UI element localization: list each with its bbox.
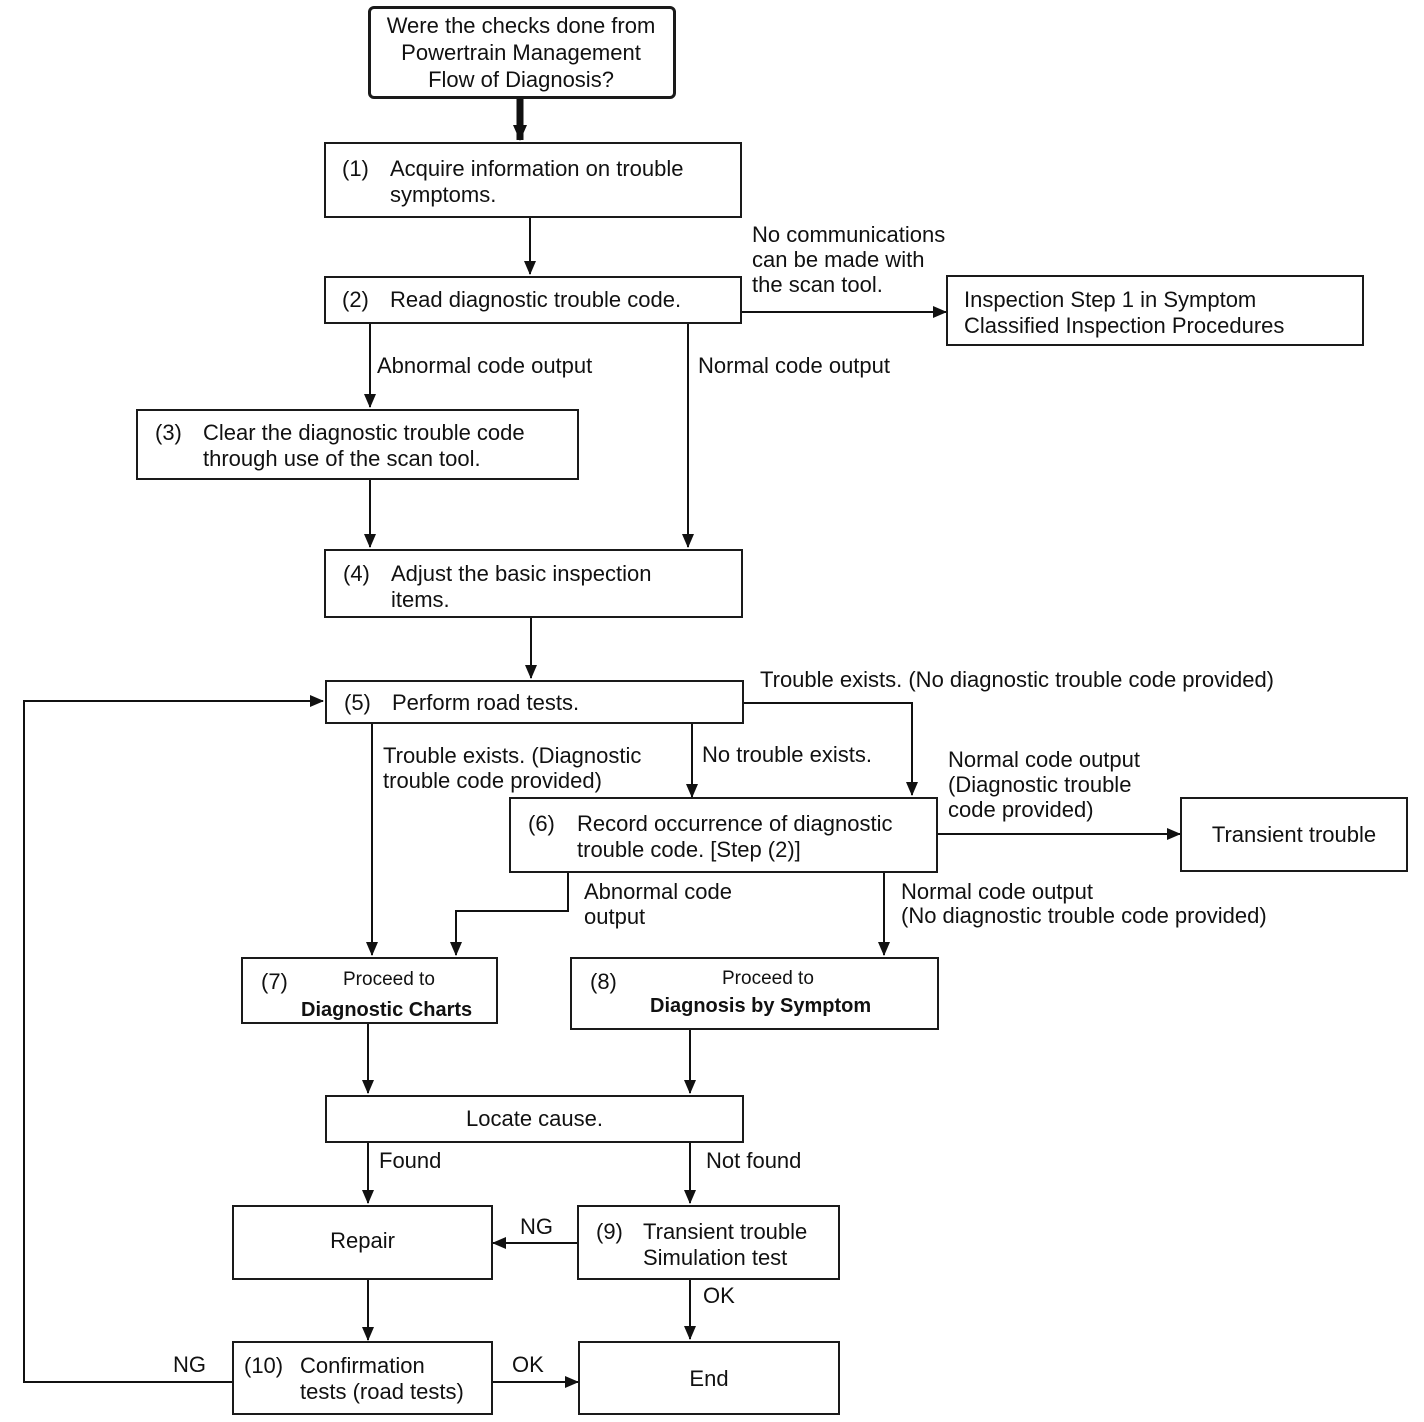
normal-dtc-line-1: Normal code output [948,747,1140,772]
step-6-box: (6) Record occurrence of diagnostic trou… [509,797,938,873]
normal-no-dtc-line-2: (No diagnostic trouble code provided) [901,903,1267,928]
transient-trouble-text: Transient trouble [1211,822,1377,847]
step-10-line-1: Confirmation [300,1353,425,1378]
repair-text: Repair [330,1228,395,1253]
step-8-box: (8) Proceed to Diagnosis by Symptom [570,957,939,1030]
step-9-number: (9) [596,1219,623,1244]
step-4-line-2: items. [391,587,450,612]
abnormal-code-line-2: output [584,904,646,929]
step-9-line-2: Simulation test [643,1245,788,1270]
normal-dtc-line-2: (Diagnostic trouble [948,772,1132,797]
step-2-number: (2) [342,287,369,312]
step-2-text: Read diagnostic trouble code. [390,287,682,312]
locate-cause-text: Locate cause. [466,1106,603,1131]
step-9-line-1: Transient trouble [643,1219,808,1244]
step-2-box: (2) Read diagnostic trouble code. [324,276,742,324]
ng-label-1: NG [520,1214,553,1239]
step-4-number: (4) [343,561,370,586]
step-8-line-2: Diagnosis by Symptom [650,995,872,1017]
transient-trouble-box: Transient trouble [1180,797,1408,872]
step-1-line-1: Acquire information on trouble [390,156,684,181]
normal-dtc-line-3: code provided) [948,797,1094,822]
step-1-line-2: symptoms. [390,182,497,207]
step-3-line-2: through use of the scan tool. [203,446,481,471]
step-8-line-1: Proceed to [722,968,814,989]
inspection-line-1: Inspection Step 1 in Symptom [964,287,1257,312]
inspection-line-2: Classified Inspection Procedures [964,313,1285,338]
start-line-2: Powertrain Management [401,40,641,65]
repair-box: Repair [232,1205,493,1280]
step-7-number: (7) [261,969,288,994]
locate-cause-box: Locate cause. [325,1095,744,1143]
end-box: End [578,1341,840,1415]
step-5-text: Perform road tests. [392,690,580,715]
no-comm-line-3: the scan tool. [752,272,883,297]
step-7-line-1: Proceed to [343,969,435,990]
step-4-box: (4) Adjust the basic inspection items. [324,549,743,618]
no-comm-line-1: No communications [752,222,946,247]
trouble-no-dtc-label: Trouble exists. (No diagnostic trouble c… [760,667,1275,692]
step-3-number: (3) [155,420,182,445]
no-comm-line-2: can be made with [752,247,925,272]
start-line-1: Were the checks done from [386,13,656,38]
end-text: End [689,1366,729,1391]
ok-label-1: OK [703,1283,735,1308]
step-9-box: (9) Transient trouble Simulation test [577,1205,840,1280]
step-1-box: (1) Acquire information on trouble sympt… [324,142,742,218]
inspection-step-box: Inspection Step 1 in Symptom Classified … [946,275,1364,346]
step-10-line-2: tests (road tests) [300,1379,464,1404]
step-7-line-2: Diagnostic Charts [301,999,473,1021]
normal-no-dtc-line-1: Normal code output [901,879,1093,904]
abnormal-code-output-label: Abnormal code output [377,353,593,378]
step-6-line-2: trouble code. [Step (2)] [577,837,801,862]
step-3-box: (3) Clear the diagnostic trouble code th… [136,409,579,480]
step-4-line-1: Adjust the basic inspection [391,561,652,586]
abnormal-code-line-1: Abnormal code [584,879,732,904]
trouble-dtc-line-2: trouble code provided) [383,768,602,793]
step-1-number: (1) [342,156,369,181]
step-3-line-1: Clear the diagnostic trouble code [203,420,525,445]
trouble-dtc-line-1: Trouble exists. (Diagnostic [383,743,642,768]
ng-label-2: NG [173,1352,206,1377]
found-label: Found [379,1148,442,1173]
step-6-line-1: Record occurrence of diagnostic [577,811,893,836]
start-question-box: Were the checks done from Powertrain Man… [368,6,676,99]
no-trouble-label: No trouble exists. [702,742,872,767]
step-6-number: (6) [528,811,555,836]
step-5-number: (5) [344,690,371,715]
step-10-box: (10) Confirmation tests (road tests) [232,1341,493,1415]
step-8-number: (8) [590,969,617,994]
not-found-label: Not found [706,1148,802,1173]
step-10-number: (10) [244,1353,284,1378]
step-7-box: (7) Proceed to Diagnostic Charts [241,957,498,1024]
ok-label-2: OK [512,1352,544,1377]
step-5-box: (5) Perform road tests. [325,680,744,724]
start-line-3: Flow of Diagnosis? [428,67,614,92]
normal-code-output-label: Normal code output [698,353,890,378]
